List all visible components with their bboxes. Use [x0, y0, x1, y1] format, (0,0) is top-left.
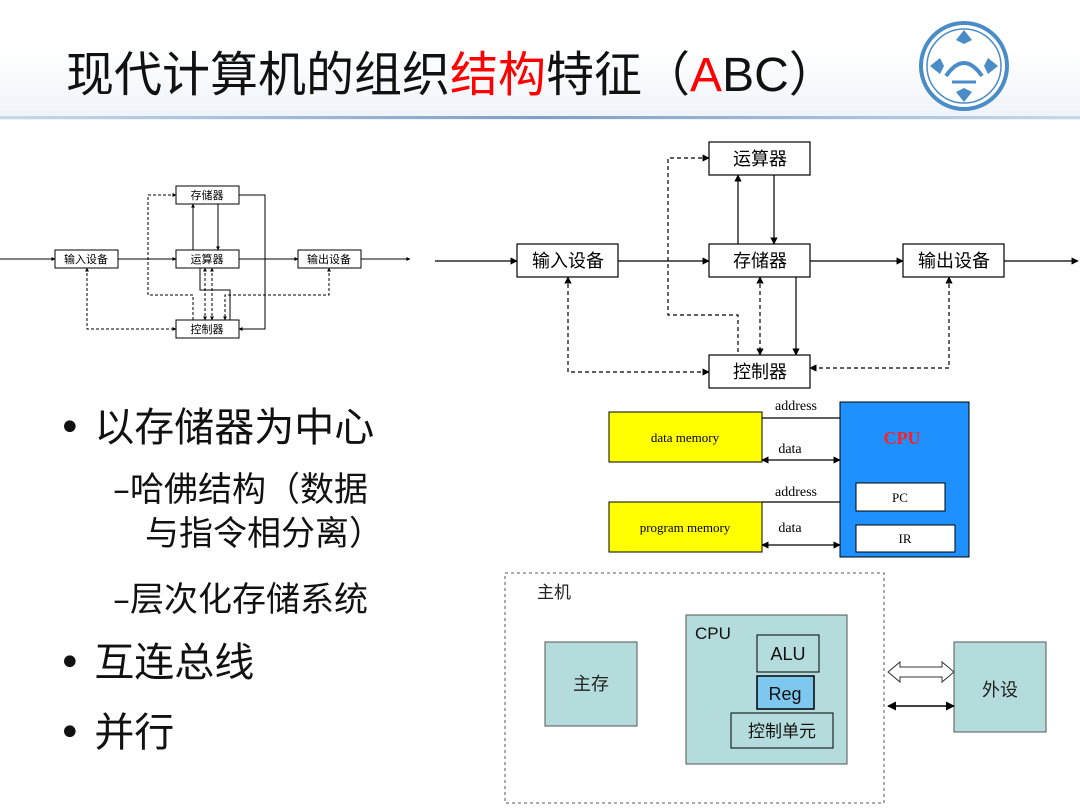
sub-bullet-text: 哈佛结构（数据 [130, 470, 368, 510]
sub-bullet-harvard: –哈佛结构（数据 [113, 462, 368, 511]
data-memory-box [608, 411, 763, 463]
main-memory-label: 主存 [573, 674, 609, 695]
header-divider [0, 116, 1080, 119]
harvard-architecture-diagram: data memory program memory CPU PC IR add… [608, 399, 970, 558]
bullet-marker: • [58, 710, 82, 756]
title-red-part: 结构 [450, 47, 547, 103]
data-memory-label: data memory [651, 430, 720, 445]
large-input-label: 输入设备 [532, 251, 604, 272]
cpu-label: CPU [884, 428, 921, 448]
bullet-text: 互连总线 [94, 640, 255, 686]
control-unit-label: 控制单元 [748, 722, 816, 742]
peripheral-box [953, 641, 1047, 733]
small-output-label: 输出设备 [307, 252, 351, 266]
bullet-marker: • [58, 640, 82, 686]
pc-label: PC [892, 490, 908, 505]
data-label-top: data [778, 442, 802, 457]
reg-box [756, 675, 815, 710]
large-output-label: 输出设备 [918, 251, 990, 272]
large-alu-box [708, 141, 811, 176]
bullet-text: 并行 [94, 710, 175, 756]
title-part1: 现代计算机的组织 [66, 47, 451, 103]
peripheral-label: 外设 [982, 680, 1018, 701]
small-von-neumann-diagram: 存储器 运算器 控制器 输入设备 输出设备 [0, 185, 411, 339]
main-memory-box [544, 641, 638, 727]
data-label-bottom: data [778, 521, 802, 536]
title-letters-bc: BC [722, 49, 789, 102]
large-output-box [902, 243, 1005, 278]
title-part3: 特征（ [546, 47, 691, 103]
slide-title: 现代计算机的组织结构特征（ABC） [66, 40, 837, 111]
host-system-diagram: 主机 主存 CPU ALU Reg 控制单元 外设 [504, 572, 1047, 804]
sub-bullet-marker: – [113, 470, 130, 510]
bullet-marker: • [58, 405, 82, 451]
bus-double-arrow-icon [887, 660, 955, 684]
bullet-item-storage-center: • 以存储器为中心 [58, 395, 374, 453]
sub-bullet-text: 与指令相分离） [145, 514, 383, 554]
bullet-item-parallel: • 并行 [58, 700, 174, 758]
ir-register-box [855, 524, 956, 553]
pc-register-box [855, 482, 946, 512]
address-label-top: address [775, 399, 817, 414]
title-close-paren: ） [788, 47, 837, 103]
header-band [0, 0, 1080, 120]
title-letter-a: A [690, 49, 723, 102]
bullet-item-bus: • 互连总线 [58, 630, 254, 688]
address-label-bottom: address [775, 485, 817, 500]
small-input-label: 输入设备 [64, 252, 108, 266]
large-storage-label: 存储器 [733, 251, 787, 272]
large-control-label: 控制器 [733, 362, 787, 383]
university-logo-icon [919, 21, 1009, 111]
small-storage-label: 存储器 [191, 188, 224, 202]
alu-label: ALU [770, 644, 805, 664]
alu-box [756, 634, 820, 673]
host-label: 主机 [537, 583, 571, 603]
small-alu-label: 运算器 [191, 252, 224, 266]
reg-label: Reg [768, 684, 801, 704]
program-memory-label: program memory [640, 520, 731, 535]
sub-bullet-marker: – [113, 580, 130, 620]
sub-bullet-hierarchy: –层次化存储系统 [113, 572, 368, 621]
program-memory-box [608, 501, 763, 553]
host-boundary [504, 572, 885, 804]
bullet-text: 以存储器为中心 [94, 405, 375, 451]
control-unit-box [730, 712, 834, 749]
large-storage-box [708, 243, 811, 278]
sub-bullet-text: 层次化存储系统 [130, 580, 368, 620]
large-alu-label: 运算器 [733, 149, 787, 170]
host-cpu-label: CPU [695, 624, 731, 643]
ir-label: IR [899, 531, 912, 546]
sub-bullet-harvard-cont: 与指令相分离） [145, 506, 383, 555]
small-control-label: 控制器 [191, 322, 224, 336]
large-von-neumann-diagram: 运算器 存储器 控制器 输入设备 输出设备 [435, 141, 1079, 389]
